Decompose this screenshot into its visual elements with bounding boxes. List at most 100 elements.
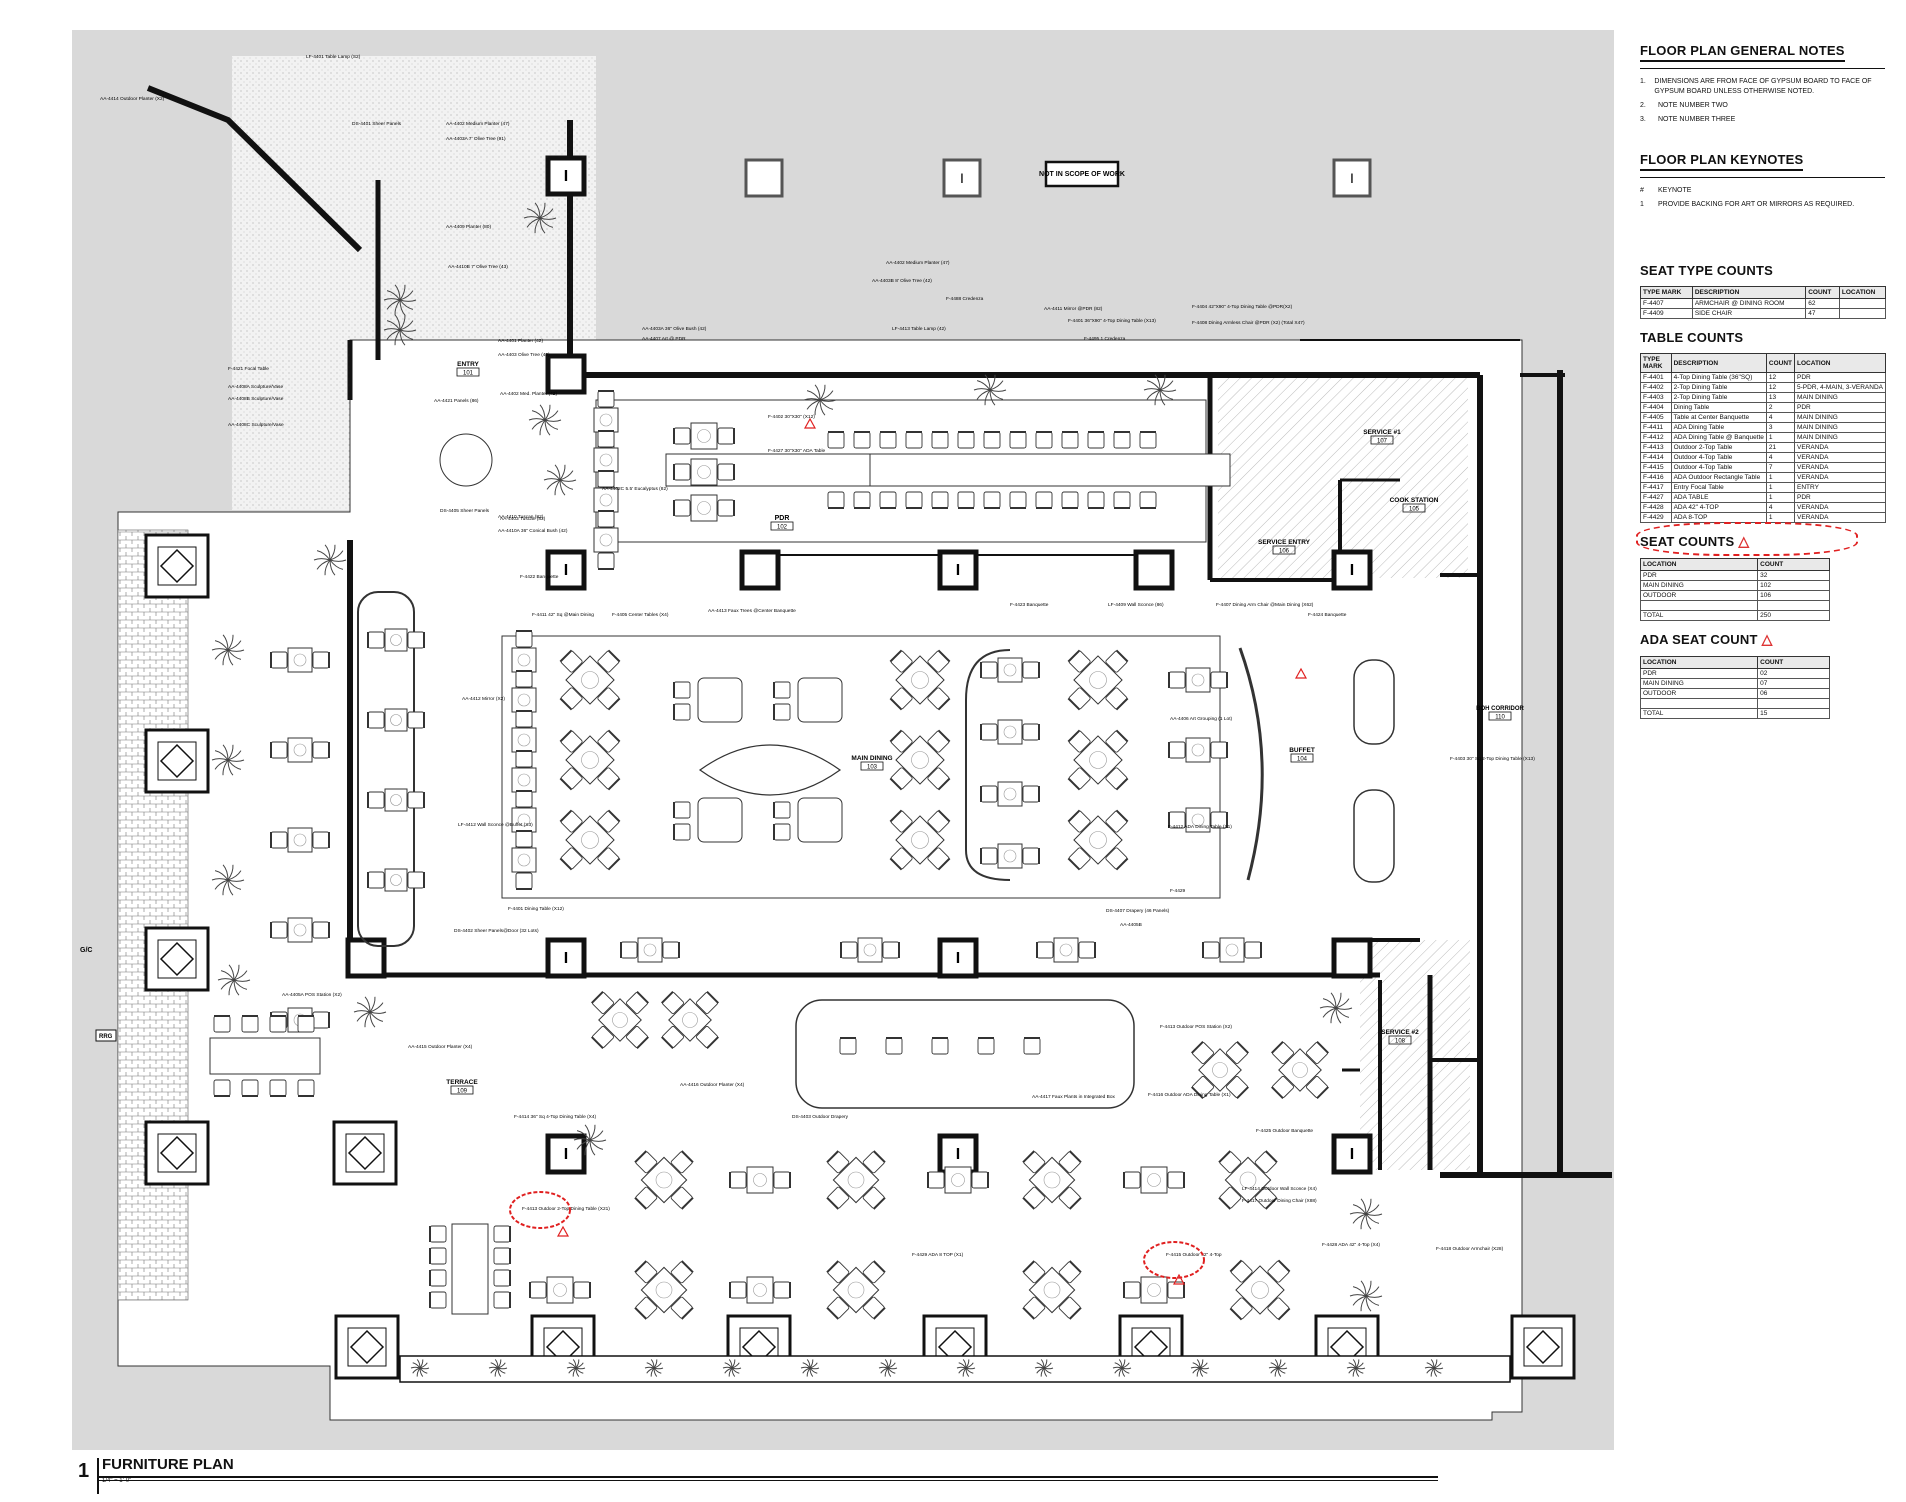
callout-labels: LF-4401 Table Lamp (S2)DS-4401 Sheer Pan…: [100, 54, 1535, 1258]
chair: [905, 491, 923, 509]
callout-label: DS-4405 Sheer Panels: [440, 508, 490, 514]
svg-text:I: I: [956, 950, 960, 967]
callout-label: F-4421 Focal Table: [228, 366, 269, 372]
callout-label: LF-4414 Outdoor Wall Sconce (X4): [1242, 1186, 1317, 1192]
column: I: [545, 1133, 587, 1175]
plant: [722, 1359, 742, 1377]
callout-label: F-4408 Dining Armless Chair @PDR (X2) (T…: [1192, 320, 1305, 326]
entry-focal-table: [439, 433, 493, 487]
two-top-table: [840, 937, 900, 963]
plant: [1034, 1359, 1054, 1377]
room-number: 101: [463, 371, 474, 377]
chair: [1254, 1150, 1278, 1174]
callout-label: F-4402 30"X30" (X12): [768, 414, 815, 420]
chair: [927, 847, 951, 871]
plant: [217, 964, 251, 996]
callout-label: LF-4412 Wall Sconce @Buffet (X3): [458, 822, 533, 828]
callout-label: AA-4416 Outdoor Planter (X4): [680, 1082, 745, 1088]
plant: [1112, 1359, 1132, 1377]
table-cell: [1757, 600, 1830, 611]
four-top-table: [1271, 1041, 1329, 1099]
callout-label: AA-4410B 7' Olive Tree (43): [448, 264, 508, 270]
two-top-table: [980, 657, 1040, 683]
keynotes-item: #KEYNOTE: [1640, 186, 1896, 196]
chair: [1023, 1037, 1041, 1055]
revision-cloud-ada-8-top: [509, 1191, 571, 1229]
svg-text:I: I: [564, 950, 568, 967]
four-top-table: [889, 649, 951, 711]
callout-label: AA-4407 Art @ PDR: [642, 336, 686, 342]
chair: [529, 1281, 547, 1299]
center-planter: [698, 744, 842, 796]
chair: [1022, 1186, 1046, 1210]
plant: [211, 634, 245, 666]
callout-label: F-4404 42"X90" 4-Top Dining Table @PDR(X…: [1192, 304, 1293, 310]
table-cell: F-4402: [1640, 382, 1672, 393]
chair: [1067, 687, 1091, 711]
walls: [146, 85, 1612, 1178]
plant: [383, 284, 417, 316]
chair: [662, 941, 680, 959]
terrace-pilasters: [144, 533, 1576, 1380]
room-number: 106: [1279, 549, 1290, 555]
plant: [383, 314, 417, 346]
callout-label: LF-4409 Wall Sconce (86): [1108, 602, 1164, 608]
chair: [1191, 1076, 1214, 1099]
two-top-table: [367, 788, 425, 812]
chair: [717, 427, 735, 445]
chair: [269, 1079, 287, 1097]
two-top-table: [593, 510, 619, 570]
chair: [885, 1037, 903, 1055]
chair: [1061, 491, 1079, 509]
svg-text:I: I: [956, 562, 960, 579]
column-header: DESCRIPTION: [1670, 353, 1767, 373]
chair: [597, 847, 621, 871]
chair: [559, 809, 583, 833]
column-header: COUNT: [1757, 656, 1830, 669]
chair: [670, 1260, 694, 1284]
two-top-table: [1036, 937, 1096, 963]
chair: [597, 510, 615, 528]
table-cell: MAIN DINING: [1794, 412, 1886, 423]
callout-label: AA-4401 Planter (42): [498, 338, 543, 344]
two-top-table: [729, 1276, 791, 1304]
chair: [213, 1015, 231, 1033]
chair: [312, 1011, 330, 1029]
callout-label: AA-4403 Olive Tree (42): [498, 352, 550, 358]
chair: [1168, 741, 1186, 759]
table-cell: [1757, 698, 1830, 709]
svg-text:I: I: [1350, 170, 1354, 186]
table-cell: MAIN DINING: [1794, 422, 1886, 433]
chair: [862, 1260, 886, 1284]
table-cell: F-4407: [1640, 298, 1693, 309]
column-header: LOCATION: [1794, 353, 1886, 373]
general-notes-title: FLOOR PLAN GENERAL NOTES: [1640, 43, 1845, 62]
plant: [528, 404, 562, 436]
table-cell: 4: [1765, 502, 1796, 513]
room-tag-terrace: TERRACE 109: [446, 1079, 478, 1095]
room-number: 110: [1495, 715, 1505, 721]
chair: [927, 809, 951, 833]
chair: [573, 1281, 591, 1299]
table-cell: F-4417: [1640, 482, 1672, 493]
chair: [493, 1269, 511, 1287]
room-name: MAIN DINING: [851, 755, 892, 762]
chair: [312, 741, 330, 759]
plant: [488, 1359, 508, 1377]
general_notes-text: NOTE NUMBER TWO: [1658, 102, 1728, 109]
callout-label: AA-4414 Outdoor Planter (X2): [100, 96, 165, 102]
room-tag-cook-station: COOK STATION 105: [1390, 497, 1439, 513]
general_notes-number: 3.: [1640, 116, 1646, 123]
chair: [840, 941, 858, 959]
chair: [927, 729, 951, 753]
chair: [407, 871, 425, 889]
chair: [826, 1186, 850, 1210]
chair: [673, 801, 691, 819]
chair: [626, 991, 649, 1014]
chair: [773, 1281, 791, 1299]
